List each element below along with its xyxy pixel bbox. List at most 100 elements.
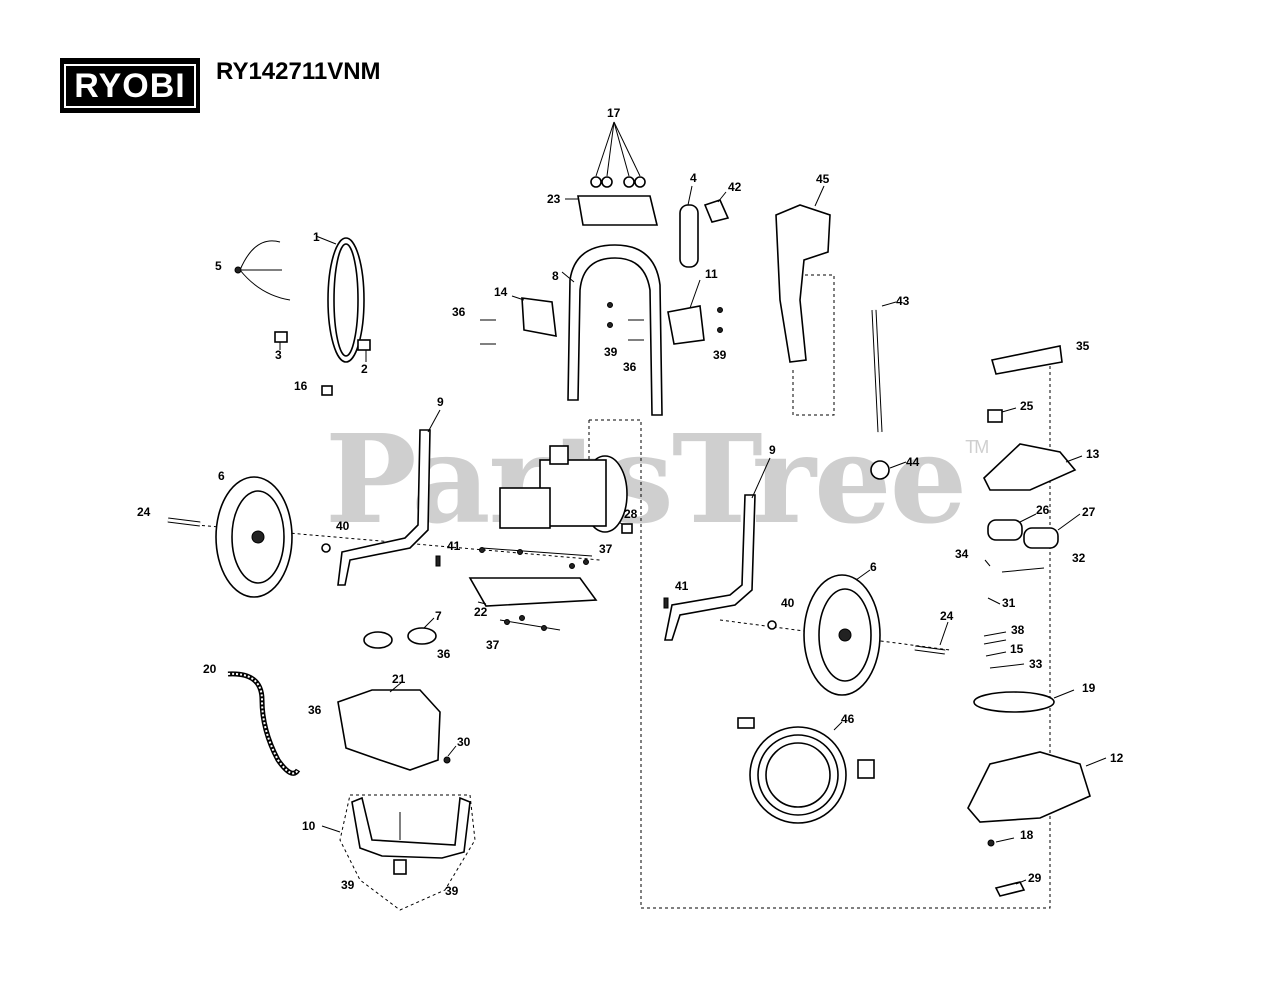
callout: 39 bbox=[341, 878, 355, 892]
part-23-plate bbox=[565, 195, 659, 226]
part-19-seal bbox=[973, 689, 1075, 713]
part-11-holder bbox=[667, 279, 705, 345]
part-37-bolts bbox=[479, 547, 593, 631]
callout: 41 bbox=[447, 539, 461, 553]
part-30-screw bbox=[443, 745, 457, 764]
part-17-washers bbox=[590, 121, 646, 188]
callout-labels: 1 2 3 4 5 6 7 8 9 10 11 12 13 14 15 16 1… bbox=[137, 106, 1124, 898]
callout: 39 bbox=[445, 884, 459, 898]
callout: 10 bbox=[302, 819, 316, 833]
callout: 2 bbox=[361, 362, 368, 376]
part-45-spray-gun bbox=[775, 185, 831, 363]
callout: 5 bbox=[215, 259, 222, 273]
part-18-screw bbox=[987, 837, 1015, 847]
part-13-cover bbox=[983, 443, 1083, 491]
callout: 6 bbox=[870, 560, 877, 574]
part-25-switch bbox=[987, 407, 1017, 423]
part-20-hose bbox=[227, 671, 301, 776]
callout: 27 bbox=[1082, 505, 1096, 519]
callout: 6 bbox=[218, 469, 225, 483]
callout: 24 bbox=[137, 505, 151, 519]
callout: 1 bbox=[313, 230, 320, 244]
callout: 40 bbox=[336, 519, 350, 533]
callout: 40 bbox=[781, 596, 795, 610]
callout: 41 bbox=[675, 579, 689, 593]
callout: 18 bbox=[1020, 828, 1034, 842]
part-24-axle-left bbox=[167, 517, 201, 527]
parts-38-15-33 bbox=[983, 631, 1025, 669]
callout: 39 bbox=[604, 345, 618, 359]
part-7-gasket bbox=[363, 617, 437, 649]
callout: 11 bbox=[705, 267, 718, 281]
callout: 24 bbox=[940, 609, 954, 623]
part-27-capacitor bbox=[1023, 513, 1081, 549]
watermark-trademark: TM bbox=[965, 437, 989, 457]
callout: 14 bbox=[494, 285, 508, 299]
callout: 46 bbox=[841, 712, 855, 726]
callout: 43 bbox=[896, 294, 910, 308]
part-6-wheel-left bbox=[215, 476, 293, 598]
fasteners-36-39 bbox=[480, 302, 723, 345]
callout: 33 bbox=[1029, 657, 1043, 671]
callout: 25 bbox=[1020, 399, 1034, 413]
callout: 34 bbox=[955, 547, 969, 561]
part-5-strap bbox=[234, 240, 291, 301]
callout: 26 bbox=[1036, 503, 1050, 517]
callout: 9 bbox=[769, 443, 776, 457]
callout: 3 bbox=[275, 348, 282, 362]
part-43-wand bbox=[871, 301, 897, 433]
part-2-plug bbox=[357, 339, 371, 362]
watermark-text: PartsTree bbox=[325, 407, 967, 551]
callout: 13 bbox=[1086, 447, 1100, 461]
part-44-nozzle bbox=[870, 460, 907, 480]
callout: 45 bbox=[816, 172, 830, 186]
callout: 35 bbox=[1076, 339, 1090, 353]
callout: 9 bbox=[437, 395, 444, 409]
parts-31-32-34-screws bbox=[984, 559, 1045, 605]
callout: 32 bbox=[1072, 551, 1086, 565]
callout: 12 bbox=[1110, 751, 1124, 765]
part-8-handle-frame bbox=[561, 244, 663, 416]
callout: 30 bbox=[457, 735, 471, 749]
part-1-power-cord bbox=[315, 235, 365, 363]
callout: 8 bbox=[552, 269, 559, 283]
callout: 42 bbox=[728, 180, 742, 194]
part-14-hook bbox=[511, 295, 557, 337]
part-6-wheel-right bbox=[803, 569, 881, 696]
part-22-base-plate bbox=[468, 577, 598, 607]
callout: 36 bbox=[437, 647, 451, 661]
callout: 36 bbox=[623, 360, 637, 374]
callout: 7 bbox=[435, 609, 442, 623]
callout: 38 bbox=[1011, 623, 1025, 637]
part-42-nozzle bbox=[703, 191, 730, 223]
parts-40-41 bbox=[321, 543, 777, 630]
part-46-hose bbox=[737, 717, 875, 824]
brand-logo: RYOBI bbox=[60, 58, 200, 113]
part-24-axle-right bbox=[914, 621, 949, 655]
part-35-clip bbox=[990, 345, 1063, 375]
part-28-fitting bbox=[621, 523, 633, 534]
callout: 21 bbox=[392, 672, 406, 686]
callout: 15 bbox=[1010, 642, 1024, 656]
callout: 22 bbox=[474, 605, 488, 619]
callout: 36 bbox=[308, 703, 322, 717]
callout: 20 bbox=[203, 662, 217, 676]
callout: 28 bbox=[624, 507, 638, 521]
model-number: RY142711VNM bbox=[216, 58, 381, 85]
part-9-leg-left bbox=[337, 409, 441, 586]
part-3-plug bbox=[274, 331, 288, 350]
part-9-leg-right bbox=[664, 457, 771, 641]
part-21-tank bbox=[337, 681, 441, 771]
callout: 19 bbox=[1082, 681, 1096, 695]
callout: 39 bbox=[713, 348, 727, 362]
callout: 16 bbox=[294, 379, 308, 393]
callout: 37 bbox=[599, 542, 613, 556]
callout: 29 bbox=[1028, 871, 1042, 885]
callout: 44 bbox=[906, 455, 920, 469]
callout: 36 bbox=[452, 305, 466, 319]
callout: 31 bbox=[1002, 596, 1016, 610]
part-29-label bbox=[994, 879, 1027, 897]
part-12-base bbox=[967, 751, 1107, 823]
